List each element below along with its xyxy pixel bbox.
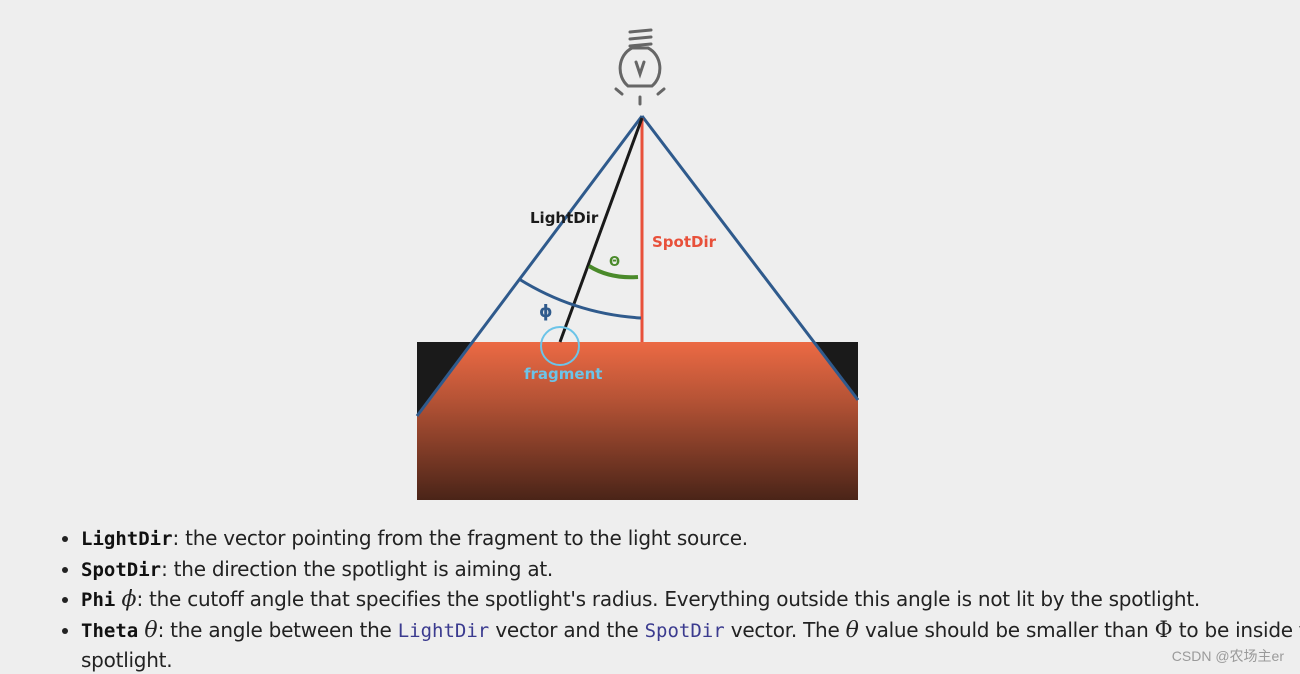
definition-list: LightDir: the vector pointing from the f… bbox=[40, 524, 1300, 674]
watermark: CSDN @农场主er bbox=[1171, 648, 1284, 664]
definition-text: : the angle between the bbox=[157, 617, 398, 642]
list-item-lightdir: LightDir: the vector pointing from the f… bbox=[81, 524, 1300, 555]
definition-text: : the vector pointing from the fragment … bbox=[172, 526, 749, 550]
cone-left-edge bbox=[415, 115, 644, 417]
term-spotdir: SpotDir bbox=[81, 558, 162, 581]
theta-label: Θ bbox=[609, 255, 620, 270]
list-item-phi: Phi ϕ: the cutoff angle that specifies t… bbox=[81, 585, 1300, 616]
cone-right-edge bbox=[640, 115, 860, 401]
definition-text: : the direction the spotlight is aiming … bbox=[161, 556, 554, 581]
term-theta: Theta bbox=[81, 619, 139, 642]
list-item-theta: Theta θ: the angle between the LightDir … bbox=[81, 616, 1300, 674]
theta-symbol: θ bbox=[144, 617, 158, 643]
term-phi: Phi bbox=[81, 589, 116, 611]
term-lightdir: LightDir bbox=[81, 528, 173, 550]
list-item-spotdir: SpotDir: the direction the spotlight is … bbox=[81, 555, 1300, 586]
theta-symbol: θ bbox=[845, 617, 859, 643]
light-bulb-icon bbox=[614, 28, 666, 106]
lightdir-vector bbox=[558, 117, 644, 343]
spotdir-label: SpotDir bbox=[652, 233, 717, 251]
spotdir-ref: SpotDir bbox=[644, 619, 725, 642]
definition-text: vector and the bbox=[489, 617, 645, 642]
phi-arc bbox=[518, 277, 642, 320]
phi-label: ϕ bbox=[539, 302, 553, 322]
definition-text: : the cutoff angle that specifies the sp… bbox=[136, 587, 1201, 611]
phi-symbol: ϕ bbox=[121, 587, 137, 612]
spotlight-diagram: LightDir SpotDir Θ ϕ fragment bbox=[415, 28, 860, 500]
lightdir-ref: LightDir bbox=[397, 619, 490, 642]
definition-text: value should be smaller than bbox=[858, 617, 1155, 642]
phi-uppercase-symbol: Φ bbox=[1154, 617, 1173, 643]
definition-text: to be inside the spotlight. bbox=[81, 617, 1300, 673]
fragment-label: fragment bbox=[524, 365, 602, 383]
lightdir-label: LightDir bbox=[530, 209, 599, 227]
definition-text: vector. The bbox=[724, 617, 846, 642]
fragment-marker bbox=[540, 326, 580, 366]
lit-surface bbox=[417, 342, 858, 500]
theta-arc bbox=[587, 264, 639, 280]
